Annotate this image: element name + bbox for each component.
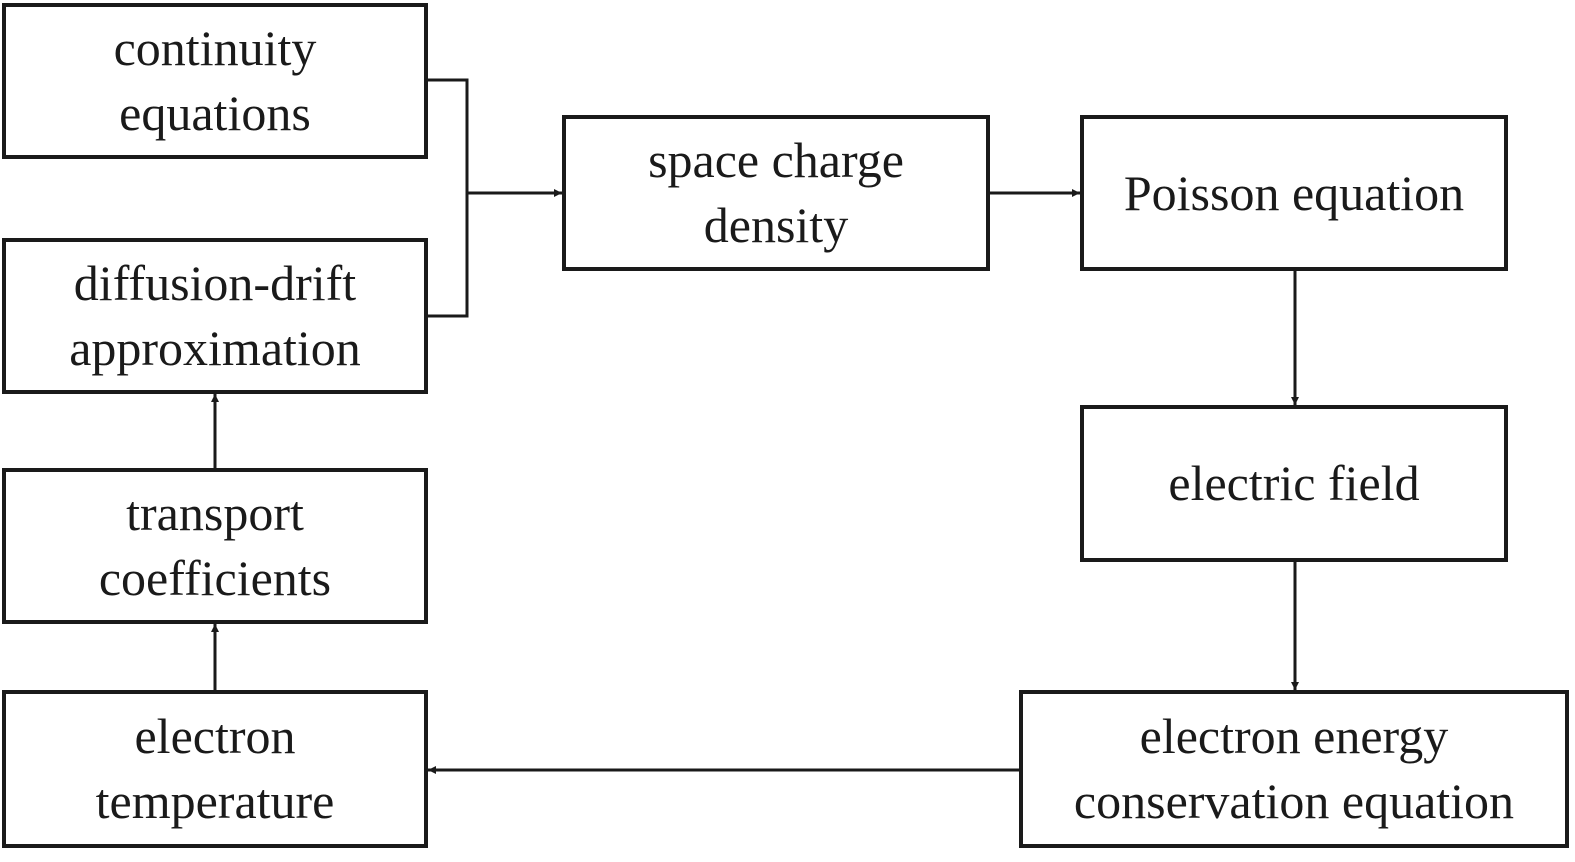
- node-electron-energy-conservation-equation: electron energy conservation equation: [1019, 690, 1569, 848]
- node-diffusion-drift-approximation: diffusion-drift approximation: [2, 238, 428, 394]
- node-label: transport coefficients: [98, 485, 332, 606]
- node-label: electric field: [1168, 455, 1420, 511]
- node-label: electron temperature: [95, 708, 335, 829]
- node-label: continuity equations: [113, 20, 317, 141]
- node-label: diffusion-drift approximation: [69, 255, 361, 376]
- node-label: space charge density: [648, 132, 904, 253]
- node-label: Poisson equation: [1123, 164, 1465, 221]
- node-transport-coefficients: transport coefficients: [2, 468, 428, 624]
- node-electron-temperature: electron temperature: [2, 690, 428, 848]
- edge-diffusion-to-space-charge: [428, 193, 469, 318]
- node-continuity-equations: continuity equations: [2, 3, 428, 159]
- edge-continuity-to-space-charge: [428, 78, 469, 193]
- node-poisson-equation: Poisson equation: [1080, 115, 1508, 271]
- node-space-charge-density: space charge density: [562, 115, 990, 271]
- node-label: electron energy conservation equation: [1073, 708, 1515, 829]
- node-electric-field: electric field: [1080, 405, 1508, 562]
